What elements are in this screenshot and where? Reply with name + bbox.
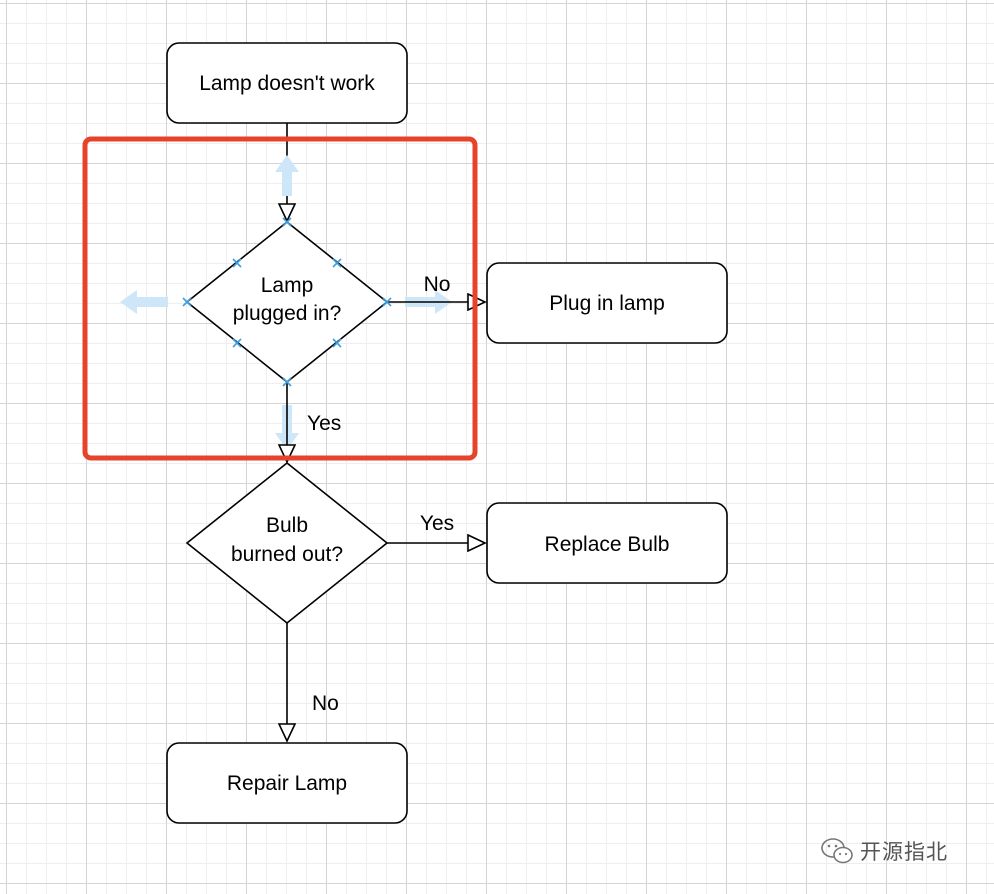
- watermark-text: 开源指北: [860, 840, 948, 864]
- hover-arrow-up-icon: [275, 155, 299, 196]
- edge-bulb-to-repair[interactable]: No: [287, 623, 339, 741]
- node-lamp-doesnt-work[interactable]: Lamp doesn't work: [166, 42, 408, 124]
- edge-plugged-to-bulb[interactable]: Yes: [287, 382, 341, 462]
- edge-bulb-to-replace[interactable]: Yes: [387, 512, 485, 543]
- handle-x-icon: [182, 297, 192, 307]
- node-repair-lamp[interactable]: Repair Lamp: [166, 742, 408, 824]
- handle-x-icon: [332, 338, 342, 348]
- edge-label-no: No: [424, 273, 451, 296]
- watermark: 开源指北: [820, 835, 948, 867]
- node-label: Repair Lamp: [227, 772, 347, 795]
- edge-label-no: No: [312, 692, 339, 715]
- hover-arrow-left-icon: [120, 290, 168, 314]
- node-label-line-1: Lamp: [261, 274, 314, 297]
- edge-plugged-to-plugin[interactable]: No: [387, 273, 485, 302]
- handle-x-icon: [332, 258, 342, 268]
- edge-label-yes: Yes: [420, 512, 454, 535]
- node-label: Lamp doesn't work: [199, 72, 375, 95]
- node-label: Replace Bulb: [545, 533, 670, 556]
- node-plug-in-lamp[interactable]: Plug in lamp: [486, 262, 728, 344]
- node-label-line-2: burned out?: [231, 543, 343, 566]
- node-label-line-1: Bulb: [266, 514, 308, 537]
- handle-x-icon: [232, 258, 242, 268]
- node-bulb-burned-out[interactable]: Bulb burned out?: [185, 461, 389, 625]
- node-replace-bulb[interactable]: Replace Bulb: [486, 502, 728, 584]
- handle-x-icon: [282, 217, 292, 227]
- edge-label-yes: Yes: [307, 412, 341, 435]
- handle-x-icon: [232, 338, 242, 348]
- connection-handles[interactable]: [182, 217, 392, 387]
- handle-x-icon: [282, 377, 292, 387]
- selection-highlight: [82, 136, 478, 461]
- node-label: Plug in lamp: [549, 292, 665, 315]
- wechat-icon: [821, 838, 853, 864]
- node-label-line-2: plugged in?: [233, 302, 342, 325]
- handle-x-icon: [382, 297, 392, 307]
- node-lamp-plugged-in[interactable]: Lamp plugged in?: [185, 220, 389, 384]
